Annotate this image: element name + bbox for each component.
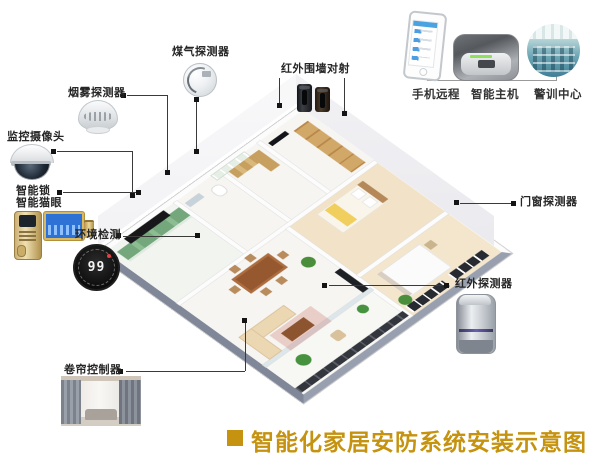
label-pir-detector: 红外探测器 xyxy=(455,278,513,290)
floor-plan xyxy=(93,102,514,405)
connector-dot xyxy=(194,149,199,154)
curtain-photo-sofa xyxy=(85,409,117,420)
host-led xyxy=(470,55,492,58)
connector-line xyxy=(344,78,345,113)
camera-lens xyxy=(14,164,50,180)
plant xyxy=(297,254,320,270)
connector-dot xyxy=(130,193,135,198)
dining-chair xyxy=(275,275,288,286)
peephole-cylinder-icon xyxy=(84,222,94,238)
title-bullet-square xyxy=(227,430,243,446)
house-illustration xyxy=(93,74,514,418)
connector-dot xyxy=(322,283,327,288)
connector-dot xyxy=(342,111,347,116)
connector-line xyxy=(132,151,133,195)
connector-line xyxy=(196,101,197,151)
label-smart-peephole: 智能猫眼 xyxy=(16,197,62,209)
label-smart-host: 智能主机 xyxy=(471,89,519,101)
connector-dot xyxy=(57,190,62,195)
connector-line xyxy=(63,192,138,193)
pir-detector-icon xyxy=(456,294,496,354)
wall xyxy=(217,169,292,223)
smoke-detector-icon xyxy=(78,100,118,134)
pir-base xyxy=(459,340,493,353)
connector-dot xyxy=(444,283,449,288)
gas-detector-icon xyxy=(183,63,217,97)
bracket-tick xyxy=(556,74,557,81)
thermostat-value: 99 xyxy=(87,260,106,275)
connector-dot xyxy=(51,149,56,154)
smartphone-icon xyxy=(402,10,448,82)
connector-dot xyxy=(454,200,459,205)
label-gas-detector: 煤气探测器 xyxy=(172,46,230,58)
dome-camera-icon xyxy=(10,144,54,180)
connector-dot xyxy=(511,201,516,206)
wall-tv xyxy=(268,130,290,147)
alarm-center-photo xyxy=(527,24,580,77)
connector-dot xyxy=(195,233,200,238)
host-display-slot xyxy=(478,60,495,68)
connector-line xyxy=(329,285,444,286)
connector-dot xyxy=(242,318,247,323)
connector-dot xyxy=(121,93,126,98)
phone-home-button xyxy=(418,67,428,77)
connector-line xyxy=(123,236,197,237)
bathroom-mirror xyxy=(184,192,205,208)
connector-line xyxy=(126,371,245,372)
connector-dot xyxy=(194,97,199,102)
connector-dot xyxy=(116,233,121,238)
connector-line xyxy=(279,78,280,105)
lock-keypad xyxy=(19,231,36,243)
dining-chair xyxy=(228,285,242,295)
label-phone-remote: 手机远程 xyxy=(412,89,460,101)
perimeter-beam-right-icon xyxy=(315,87,330,112)
label-camera: 监控摄像头 xyxy=(7,131,65,143)
page-title: 智能化家居安防系统安装示意图 xyxy=(251,429,587,455)
thermostat-icon: 99 xyxy=(73,244,120,291)
connector-line xyxy=(167,95,168,172)
dining-chair xyxy=(276,250,290,260)
peephole-monitor-icon xyxy=(44,212,84,240)
label-smoke-detector: 烟雾探测器 xyxy=(68,87,126,99)
smart-lock-icon xyxy=(14,211,42,260)
label-perimeter-beam: 红外围墙对射 xyxy=(281,63,350,75)
label-environment: 环境检测 xyxy=(75,229,121,241)
label-smart-lock: 智能锁 xyxy=(16,185,51,197)
curtain-left xyxy=(61,380,81,424)
lock-handle xyxy=(18,246,25,256)
smart-host-icon xyxy=(453,34,519,81)
lock-screen xyxy=(19,215,36,227)
dining-chair xyxy=(259,287,273,297)
connector-dot xyxy=(165,170,170,175)
connector-line xyxy=(460,203,511,204)
connector-line xyxy=(127,95,167,96)
label-door-window-detector: 门窗探测器 xyxy=(520,196,578,208)
connector-line xyxy=(245,320,246,371)
connector-dot xyxy=(118,369,123,374)
curtain-right xyxy=(119,380,141,424)
label-curtain-controller: 卷帘控制器 xyxy=(64,364,122,376)
label-alarm-center: 警训中心 xyxy=(534,89,582,101)
connector-dot xyxy=(136,190,141,195)
toilet xyxy=(208,182,230,199)
perimeter-beam-left-icon xyxy=(297,84,312,112)
connector-line xyxy=(57,151,133,152)
curtain-valance xyxy=(61,376,141,382)
curtain-photo xyxy=(61,376,141,426)
connector-dot xyxy=(277,103,282,108)
